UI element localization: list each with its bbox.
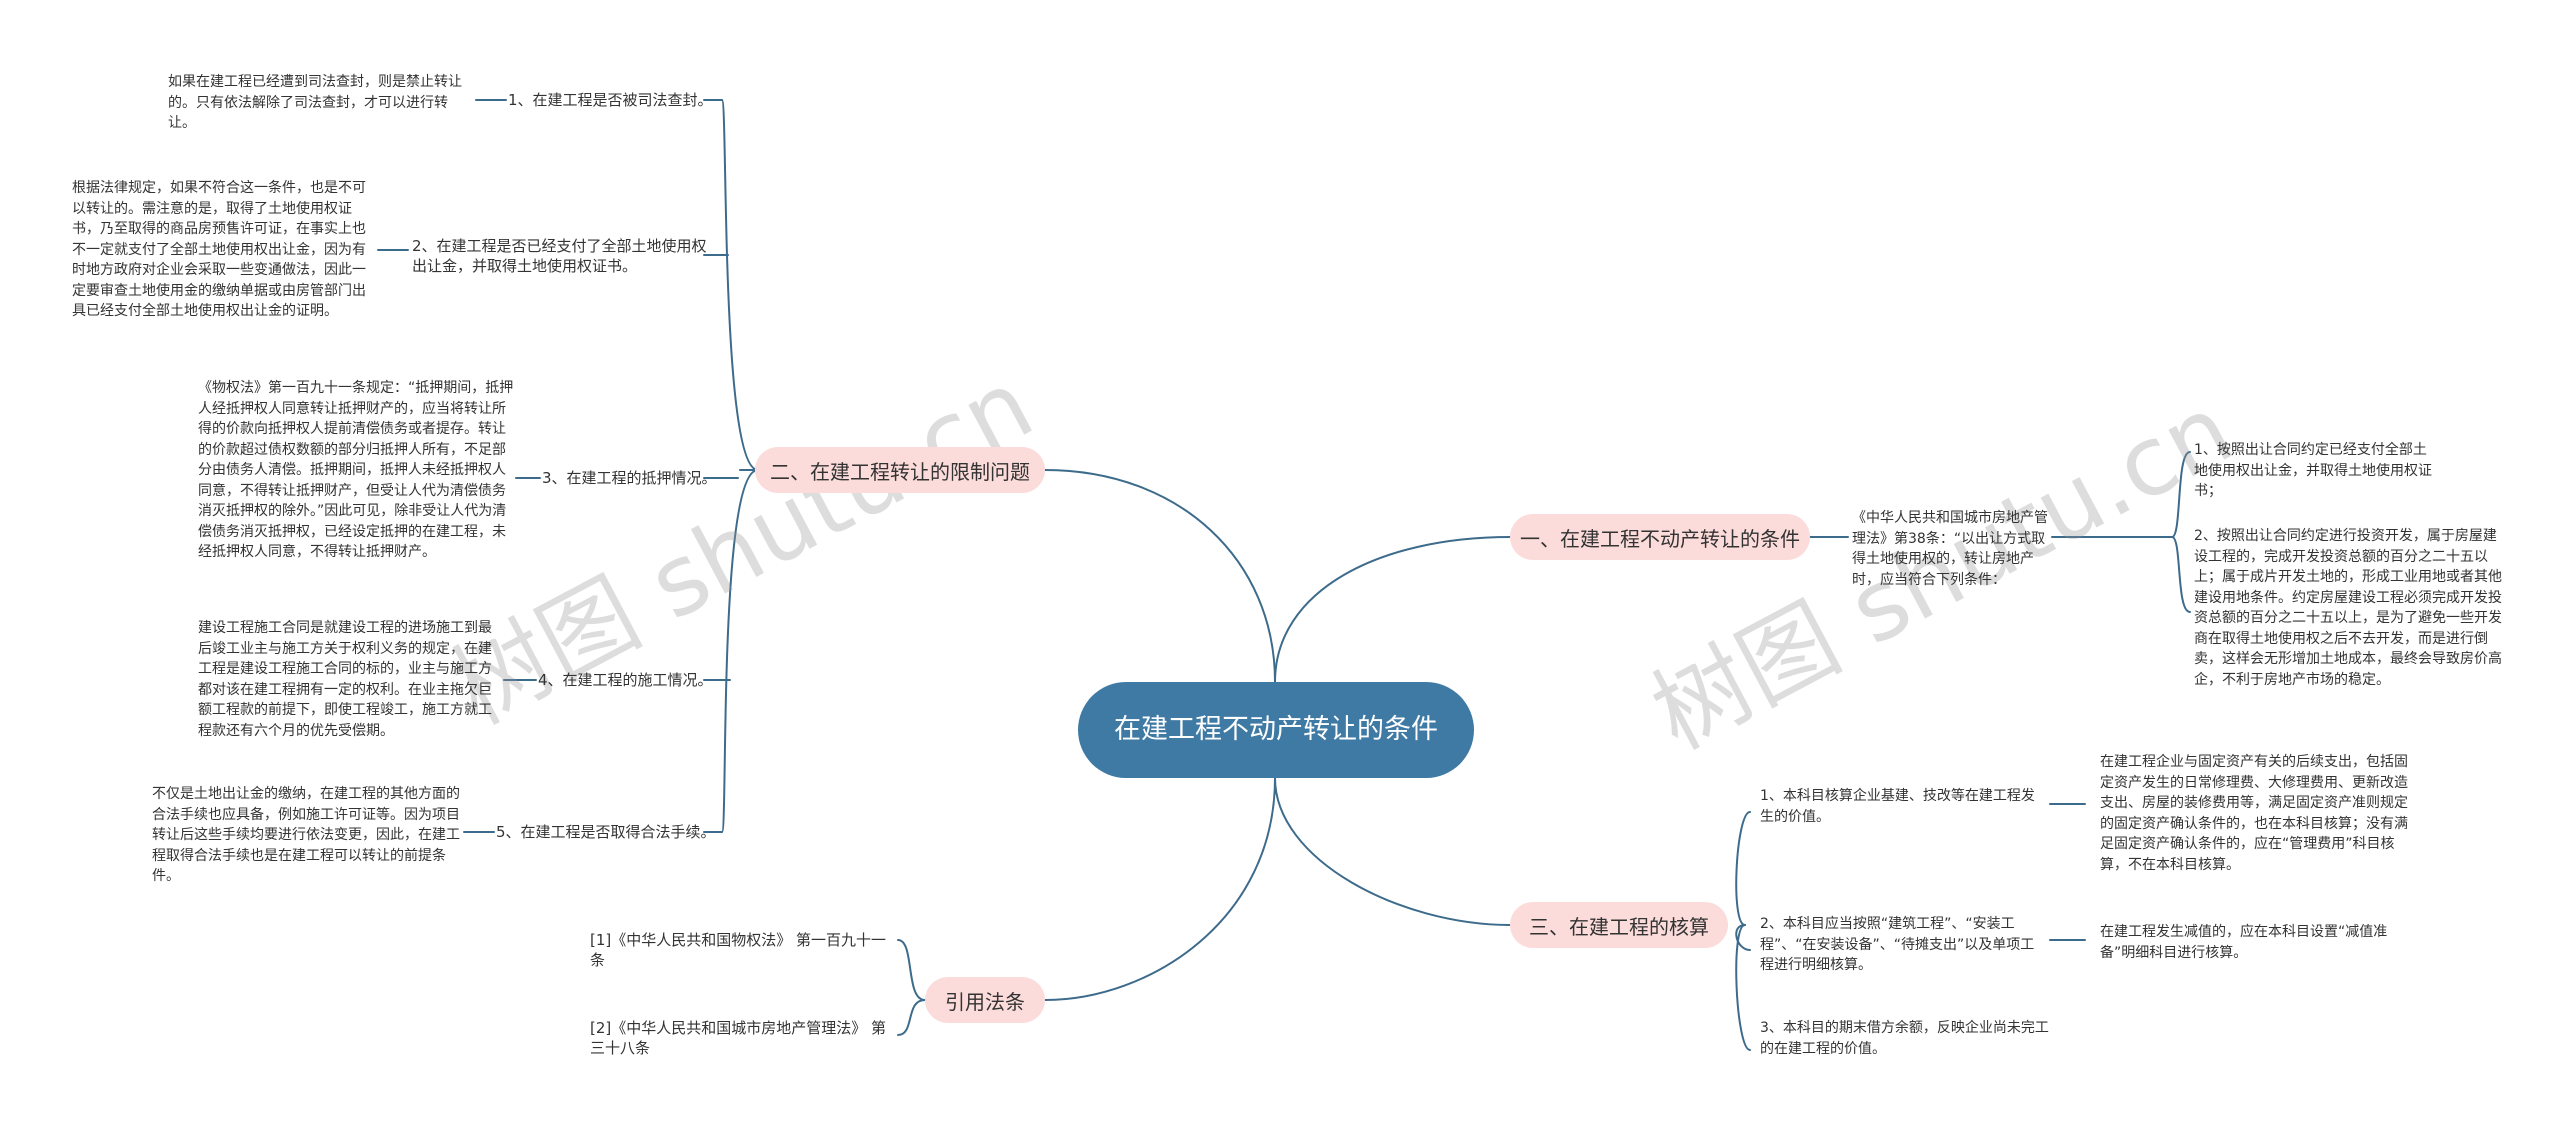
branch-transfer-restrictions[interactable]: 二、在建工程转让的限制问题 — [755, 447, 1045, 493]
edge-root-b3 — [1274, 777, 1511, 926]
edge-root-b2 — [1044, 469, 1276, 683]
condition-investment[interactable]: 2、按照出让合同约定进行投资开发，属于房屋建设工程的，完成开发投资总额的百分之二… — [2194, 528, 2502, 688]
accounting-item-2[interactable]: 2、本科目应当按照“建筑工程”、“安装工程”、“在安装设备”、“待摊支出”以及单… — [1760, 916, 2035, 973]
leaf-land-payment[interactable]: 2、在建工程是否已经支付了全部土地使用权出让金，并取得土地使用权证书。 — [412, 237, 707, 275]
branch-cited-laws[interactable]: 引用法条 — [925, 977, 1045, 1023]
leaf-mortgage[interactable]: 3、在建工程的抵押情况。 — [542, 469, 717, 487]
detail-legal-procedures: 不仅是土地出让金的缴纳，在建工程的其他方面的合法手续也应具备，例如施工许可证等。… — [152, 786, 460, 884]
accounting-detail-2: 在建工程发生减值的，应在本科目设置“减值准备”明细科目进行核算。 — [2100, 924, 2388, 961]
condition-land-payment[interactable]: 1、按照出让合同约定已经支付全部土地使用权出让金，并取得土地使用权证书； — [2194, 442, 2432, 499]
leaf-legal-procedures[interactable]: 5、在建工程是否取得合法手续。 — [496, 823, 716, 841]
ref-property-law[interactable]: [1]《中华人民共和国物权法》 第一百九十一条 — [590, 931, 887, 969]
edge-root-ref — [1044, 777, 1276, 1001]
leaf-judicial-seizure[interactable]: 1、在建工程是否被司法查封。 — [508, 91, 713, 109]
detail-construction-status: 建设工程施工合同是就建设工程的进场施工到最后竣工业主与施工方关于权利义务的规定，… — [198, 620, 492, 739]
edge-root-b1 — [1274, 536, 1511, 683]
branch-transfer-conditions[interactable]: 一、在建工程不动产转让的条件 — [1510, 514, 1810, 560]
accounting-item-1[interactable]: 1、本科目核算企业基建、技改等在建工程发生的价值。 — [1760, 788, 2035, 825]
intro-real-estate-law-38[interactable]: 《中华人民共和国城市房地产管理法》第38条：“以出让方式取得土地使用权的，转让房… — [1852, 510, 2048, 588]
branch-accounting[interactable]: 三、在建工程的核算 — [1510, 902, 1728, 948]
ref-real-estate-law[interactable]: [2]《中华人民共和国城市房地产管理法》 第三十八条 — [590, 1019, 887, 1057]
detail-judicial-seizure: 如果在建工程已经遭到司法查封，则是禁止转让的。只有依法解除了司法查封，才可以进行… — [168, 74, 462, 131]
detail-mortgage: 《物权法》第一百九十一条规定：“抵押期间，抵押人经抵押权人同意转让抵押财产的，应… — [198, 380, 514, 560]
accounting-detail-1: 在建工程企业与固定资产有关的后续支出，包括固定资产发生的日常修理费、大修理费用、… — [2100, 754, 2408, 873]
accounting-item-3[interactable]: 3、本科目的期末借方余额，反映企业尚未完工的在建工程的价值。 — [1760, 1020, 2049, 1057]
leaf-construction-status[interactable]: 4、在建工程的施工情况。 — [538, 671, 713, 689]
detail-land-payment: 根据法律规定，如果不符合这一条件，也是不可以转让的。需注意的是，取得了土地使用权… — [72, 180, 366, 319]
root-node[interactable]: 在建工程不动产转让的条件 — [1078, 682, 1474, 778]
